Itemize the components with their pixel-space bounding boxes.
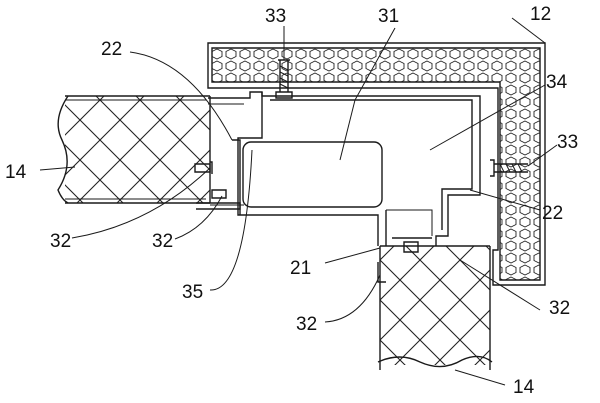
label-spacer-right-bottom: 32 — [549, 298, 570, 319]
label-spacer-left-mid: 32 — [152, 231, 173, 252]
label-profile: 21 — [290, 258, 311, 279]
label-spacer-left-top: 32 — [296, 314, 317, 335]
plate — [232, 139, 241, 215]
label-cavity: 34 — [546, 72, 568, 93]
label-frame: 12 — [530, 4, 551, 25]
label-clip-upper-left: 22 — [101, 39, 122, 60]
reference-labels: 33 31 12 22 34 33 14 22 32 32 21 35 32 3… — [5, 4, 578, 398]
label-panel-bottom: 14 — [513, 377, 535, 398]
label-screw-right: 33 — [557, 132, 578, 153]
inner-profile — [208, 91, 481, 246]
outer-frame — [207, 42, 546, 286]
label-clip-right: 22 — [542, 203, 563, 224]
left-panel — [57, 95, 211, 204]
label-block: 31 — [378, 6, 399, 27]
label-screw-top: 33 — [265, 6, 286, 27]
label-panel-left: 14 — [5, 162, 27, 183]
label-plate: 35 — [182, 282, 203, 303]
label-spacer-left-bottom: 32 — [50, 231, 71, 252]
bottom-panel — [377, 245, 493, 370]
leader-lines — [39, 17, 558, 386]
block — [242, 141, 383, 208]
